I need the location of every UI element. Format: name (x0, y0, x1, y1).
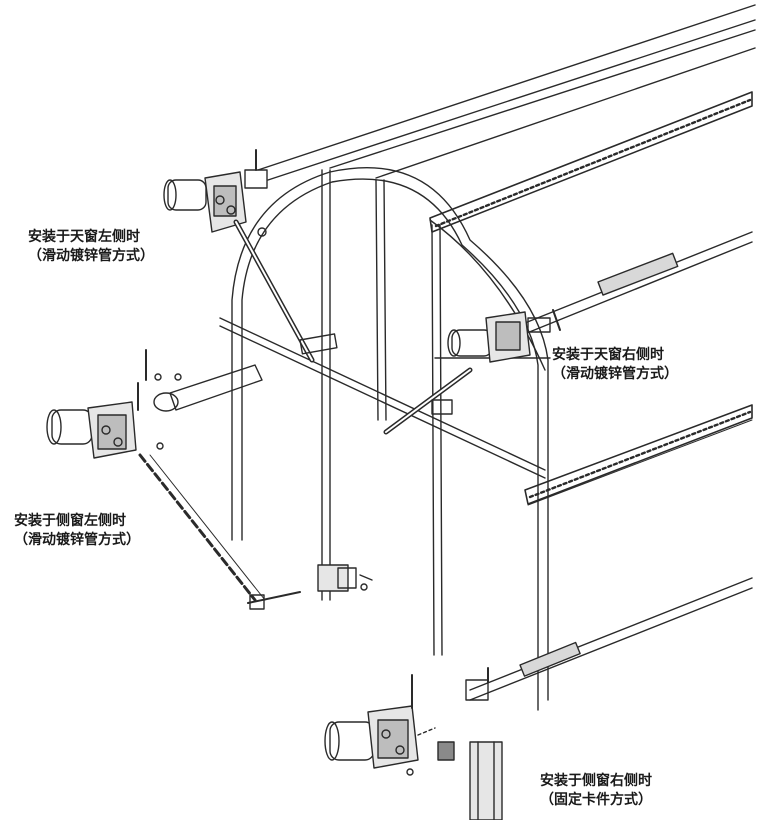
side-vent-pipe-lower (469, 577, 753, 701)
label-side-left-line1: 安装于侧窗左侧时 (14, 513, 126, 529)
label-side-right-line1: 安装于侧窗右侧时 (540, 773, 652, 789)
side-right-motor (324, 667, 503, 820)
roof-right-motor (447, 309, 561, 363)
label-side-left-line2: （滑动镀锌管方式） (14, 532, 140, 548)
label-roof-left: 安装于天窗左侧时 （滑动镀锌管方式） (28, 228, 154, 266)
label-side-right-line2: （固定卡件方式） (540, 792, 652, 808)
roof-vent-pipe (519, 231, 753, 336)
vertical-posts (321, 169, 443, 656)
roof-vent-rail (429, 91, 753, 233)
side-vent-rail (524, 404, 753, 506)
label-roof-right-line1: 安装于天窗右侧时 (552, 347, 664, 363)
roof-left-motor (163, 149, 268, 233)
roof-left-arm (233, 219, 338, 363)
post-clamp (317, 564, 373, 592)
label-roof-right-line2: （滑动镀锌管方式） (552, 366, 678, 382)
roof-right-arm (383, 367, 473, 435)
ridge-purlins (257, 4, 756, 181)
side-left-arm (138, 453, 301, 610)
label-side-right: 安装于侧窗右侧时 （固定卡件方式） (540, 772, 652, 810)
label-roof-left-line1: 安装于天窗左侧时 (28, 229, 140, 245)
label-roof-right: 安装于天窗右侧时 （滑动镀锌管方式） (552, 346, 678, 384)
side-left-motor (46, 349, 263, 459)
label-side-left: 安装于侧窗左侧时 （滑动镀锌管方式） (14, 512, 140, 550)
label-roof-left-line2: （滑动镀锌管方式） (28, 248, 154, 264)
greenhouse-arches (231, 167, 549, 711)
